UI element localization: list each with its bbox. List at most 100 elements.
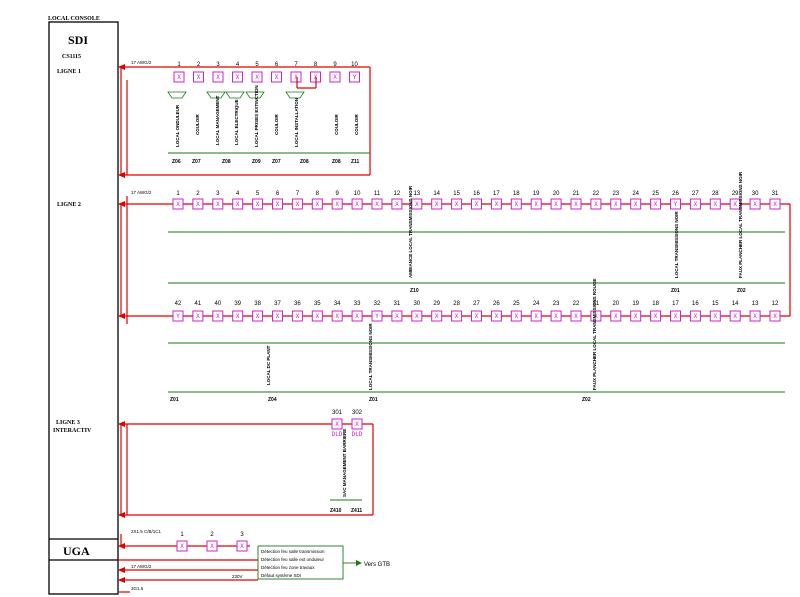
detector-number: 20 [612, 301, 619, 307]
detector-box [391, 310, 403, 322]
detector-number: 19 [632, 301, 639, 307]
detector-number: 22 [593, 191, 600, 197]
detector-type: X [255, 74, 259, 81]
detector: 7X [290, 62, 302, 83]
detector-number: 24 [632, 191, 639, 197]
detector-type: Y [674, 201, 678, 208]
zone-label: Z08 [300, 159, 309, 165]
detector-type: X [216, 313, 220, 320]
header-title: LOCAL CONSOLE [48, 16, 100, 22]
detector-type: X [594, 313, 598, 320]
room-label: LOCAL PRISES EXTINCTION [254, 85, 259, 147]
detector: 12X [769, 301, 781, 322]
detector-number: 31 [394, 301, 401, 307]
detector-box [431, 198, 443, 210]
console-body [48, 21, 119, 595]
detector-number: 28 [712, 191, 719, 197]
detector-box [769, 198, 781, 210]
detector-type: X [236, 74, 240, 81]
detector-number: 26 [493, 301, 500, 307]
detector-box [650, 198, 662, 210]
detector-type: X [335, 201, 339, 208]
room-label: COULOIR [274, 114, 279, 135]
detector: 1X [176, 532, 188, 552]
detector-number: 25 [513, 301, 520, 307]
detector: 8X [311, 191, 323, 210]
detector: 29X [729, 191, 741, 210]
detector-number: 6 [276, 191, 280, 197]
detector-type: X [753, 201, 757, 208]
detector-number: 30 [752, 191, 759, 197]
detector-box [232, 310, 244, 322]
zone-labels: Z06 Z07 Z08 Z09 Z07 Z08 Z08 Z11 Z10 Z01 … [170, 159, 746, 514]
detector: 30X [411, 301, 423, 322]
detector-number: 18 [513, 191, 520, 197]
bottom-cable-label: 3G1.5 [131, 586, 144, 591]
detector: 21X [570, 191, 582, 210]
detector-box [232, 198, 244, 210]
detector-box [510, 198, 522, 210]
detector-type: X [256, 313, 260, 320]
extinction-symbols [167, 77, 317, 99]
detector-type: X [654, 313, 658, 320]
detector-number: 4 [236, 191, 240, 197]
detector: 20X [610, 301, 622, 322]
room-label: FAUX PLANCHER LOCAL TRANSMISSIONS ROUGE [592, 279, 597, 390]
detector-box [331, 310, 343, 322]
console-name: SDI [68, 33, 88, 47]
detector-box [749, 198, 761, 210]
detector-type: X [574, 201, 578, 208]
detector-box [570, 198, 582, 210]
detector: 26X [490, 301, 502, 322]
room-label: LOCAL MANAGEMENT [215, 95, 220, 145]
detector-type: X [415, 313, 419, 320]
detector: 36X [291, 301, 303, 322]
detector-number: 31 [772, 191, 779, 197]
detector-box [411, 310, 423, 322]
detector-type: X [395, 313, 399, 320]
detector: 23X [550, 301, 562, 322]
detector-box [206, 540, 218, 552]
detector-type: X [197, 74, 201, 81]
detector-type: X [355, 201, 359, 208]
zone-label: Z411 [351, 508, 362, 514]
detector: 24X [530, 301, 542, 322]
detector-type: X [614, 313, 618, 320]
detector-type: X [180, 543, 184, 550]
console-model: CS1115 [62, 54, 81, 60]
detector: 1X [172, 191, 184, 210]
detector-box [351, 418, 363, 430]
detector: 9X [329, 62, 341, 83]
detector-box [709, 310, 721, 322]
detector-box [689, 310, 701, 322]
detector-box [590, 198, 602, 210]
detector-type: X [495, 201, 499, 208]
detector-number: 41 [195, 301, 202, 307]
detector-box [371, 198, 383, 210]
detector-box [610, 310, 622, 322]
detector-type: X [514, 313, 518, 320]
detector: 19X [630, 301, 642, 322]
line2-label: LIGNE 2 [57, 202, 81, 208]
detector-type: X [475, 313, 479, 320]
detector-type: X [395, 201, 399, 208]
line2-top-devices: 1X2X3X4X5X6X7X8X9X10X11X12X13X14X15X16X1… [172, 191, 781, 210]
detector-number: 16 [692, 301, 699, 307]
zone-label: Z07 [192, 159, 201, 165]
detector-box [471, 198, 482, 210]
detector-type: X [196, 313, 200, 320]
detector-type: X [210, 543, 214, 550]
detector-box [349, 71, 360, 83]
detector: 11X [371, 191, 383, 210]
room-label: SAC MANAGEMENT BARRIERE [342, 429, 347, 497]
detector-number: 2 [196, 191, 200, 197]
detector: 3X [212, 62, 224, 83]
detector-type: X [216, 74, 220, 81]
detector: 14X [431, 191, 443, 210]
zone-brackets [168, 152, 785, 501]
b-cable-label: 17 AWG/2 [131, 564, 152, 569]
detector-number: 20 [553, 191, 560, 197]
detector-number: 16 [473, 191, 480, 197]
uga-label: UGA [63, 544, 90, 558]
